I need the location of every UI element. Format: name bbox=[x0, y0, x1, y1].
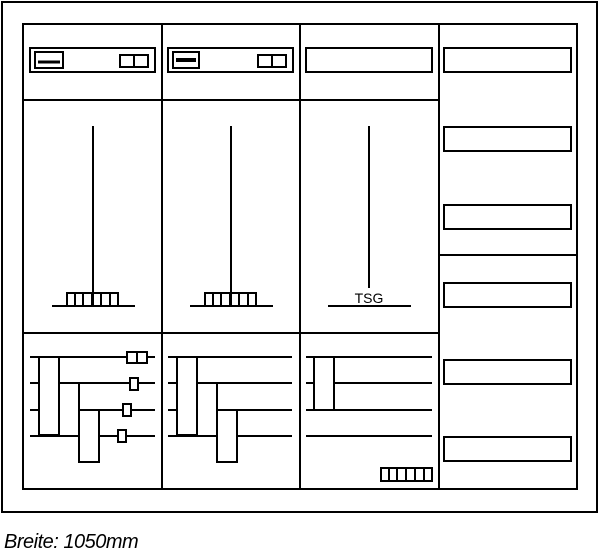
meter-display-1 bbox=[34, 51, 64, 69]
wiring-2 bbox=[168, 356, 292, 463]
meter-panel-2 bbox=[167, 47, 294, 73]
wiring-3 bbox=[306, 356, 432, 437]
right-box-1 bbox=[443, 47, 572, 73]
distribution-board-diagram: TSG bbox=[1, 1, 598, 513]
terminal-block-1 bbox=[66, 292, 119, 307]
empty-panel-3 bbox=[305, 47, 433, 73]
right-box-4 bbox=[443, 282, 572, 308]
terminal-block-2 bbox=[204, 292, 257, 307]
meter-panel-1 bbox=[29, 47, 156, 73]
right-box-2 bbox=[443, 126, 572, 152]
meter-display-2 bbox=[172, 51, 200, 69]
tsg-label: TSG bbox=[355, 290, 384, 306]
terminal-block-3 bbox=[380, 467, 433, 482]
width-caption: Breite: 1050mm bbox=[4, 531, 139, 553]
right-box-3 bbox=[443, 204, 572, 230]
outer-cabinet-frame bbox=[1, 1, 598, 513]
wiring-1 bbox=[30, 351, 155, 463]
right-box-6 bbox=[443, 436, 572, 462]
right-box-5 bbox=[443, 359, 572, 385]
